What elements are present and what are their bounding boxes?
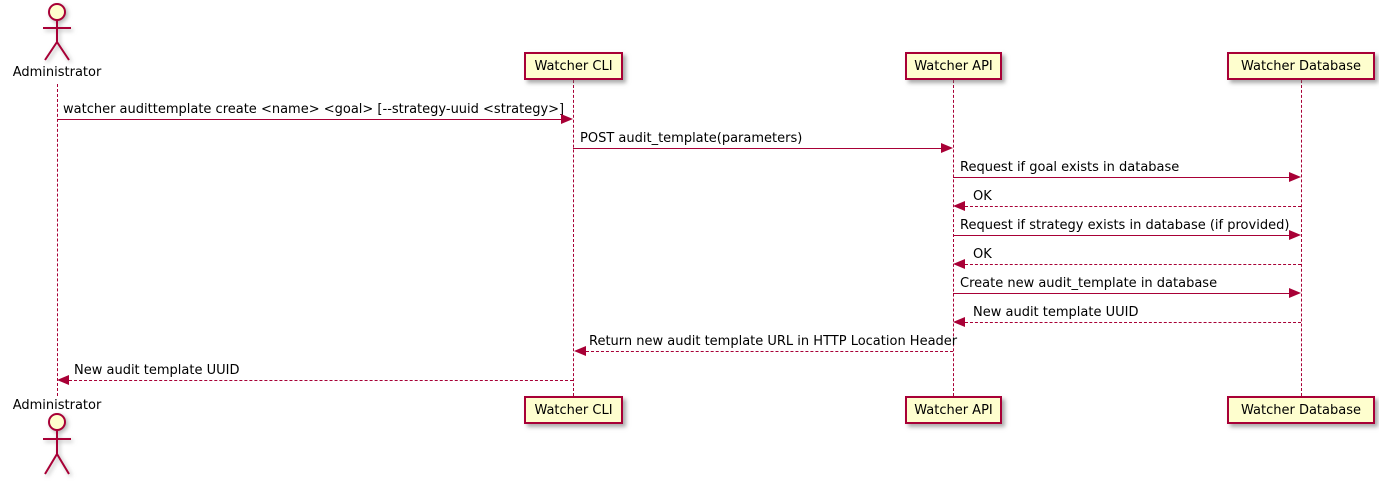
arrowhead-icon (57, 375, 69, 385)
participant-label: Watcher CLI (534, 58, 613, 74)
participant-label: Watcher Database (1241, 58, 1361, 74)
message-label: Request if strategy exists in database (… (960, 218, 1290, 233)
message-label: Create new audit_template in database (960, 276, 1218, 291)
arrowhead-icon (953, 201, 965, 211)
participant-label: Watcher API (914, 58, 993, 74)
message-label: Return new audit template URL in HTTP Lo… (589, 334, 958, 349)
arrowhead-icon (953, 317, 965, 327)
message-line (965, 264, 1301, 265)
message-label: OK (973, 247, 992, 262)
actor-icon-top (43, 3, 71, 61)
participant-watcher-cli-bottom: Watcher CLI (524, 396, 623, 424)
message-line (69, 380, 573, 381)
participant-watcher-database-top: Watcher Database (1227, 52, 1375, 80)
arrowhead-icon (574, 346, 586, 356)
message-label: watcher audittemplate create <name> <goa… (63, 102, 565, 117)
message-line (953, 293, 1289, 294)
lifeline-administrator (57, 84, 58, 396)
message-label: New audit template UUID (74, 363, 240, 378)
lifeline-watcher-database (1301, 80, 1302, 396)
arrowhead-icon (561, 114, 573, 124)
participant-watcher-cli-top: Watcher CLI (524, 52, 623, 80)
arrowhead-icon (941, 143, 953, 153)
participant-label: Watcher Database (1241, 402, 1361, 418)
message-label: POST audit_template(parameters) (580, 131, 803, 146)
lifeline-watcher-api (953, 80, 954, 396)
message-line (57, 119, 561, 120)
participant-watcher-api-bottom: Watcher API (905, 396, 1002, 424)
arrowhead-icon (1289, 288, 1301, 298)
arrowhead-icon (1289, 230, 1301, 240)
message-line (953, 235, 1289, 236)
message-line (965, 206, 1301, 207)
actor-label-top: Administrator (12, 65, 102, 80)
participant-watcher-api-top: Watcher API (905, 52, 1002, 80)
participant-label: Watcher API (914, 402, 993, 418)
participant-watcher-database-bottom: Watcher Database (1227, 396, 1375, 424)
message-label: OK (973, 189, 992, 204)
actor-label-bottom: Administrator (12, 398, 102, 413)
message-line (965, 322, 1301, 323)
message-line (586, 351, 953, 352)
message-line (953, 177, 1289, 178)
arrowhead-icon (953, 259, 965, 269)
actor-icon-bottom (43, 413, 71, 475)
message-label: New audit template UUID (973, 305, 1139, 320)
arrowhead-icon (1289, 172, 1301, 182)
message-label: Request if goal exists in database (960, 160, 1180, 175)
participant-label: Watcher CLI (534, 402, 613, 418)
lifeline-watcher-cli (573, 80, 574, 396)
message-line (573, 148, 941, 149)
